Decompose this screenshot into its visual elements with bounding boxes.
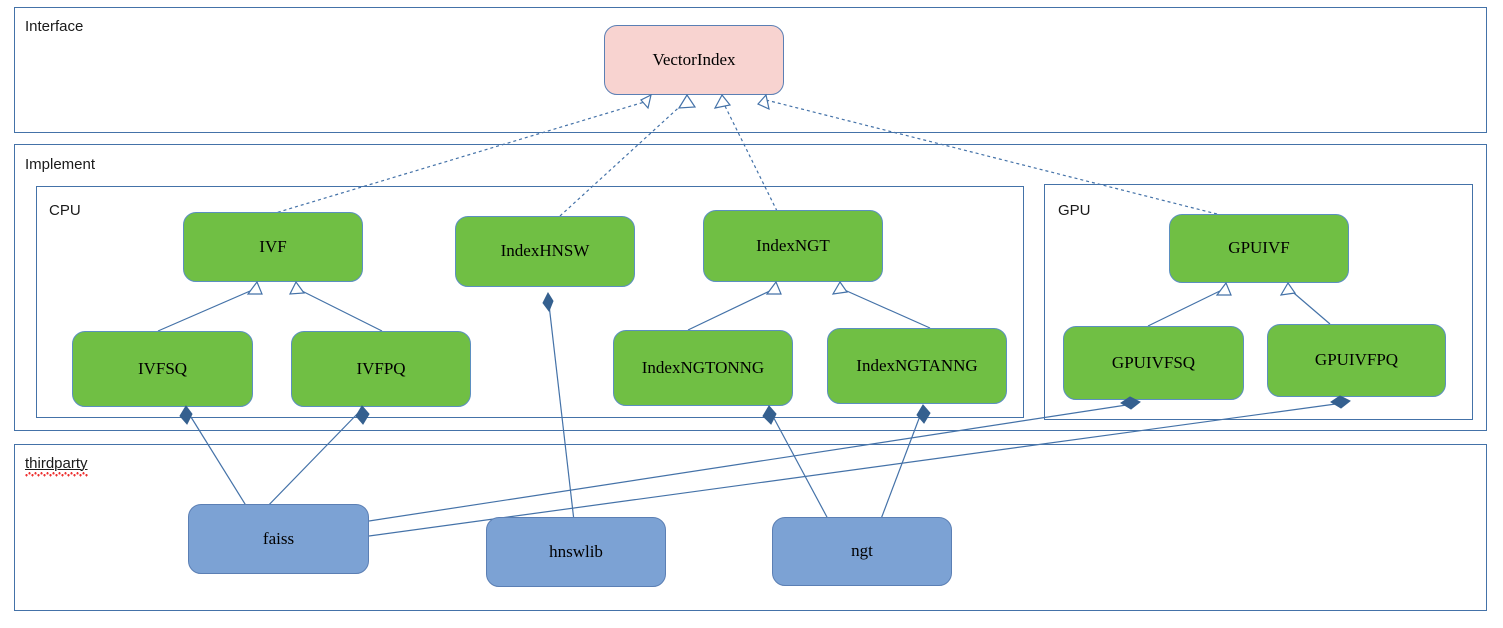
group-interface-label: Interface bbox=[25, 18, 84, 35]
node-index-hnsw[interactable]: IndexHNSW bbox=[455, 216, 635, 287]
node-ivf[interactable]: IVF bbox=[183, 212, 363, 282]
node-ivfpq[interactable]: IVFPQ bbox=[291, 331, 471, 407]
node-ngt[interactable]: ngt bbox=[772, 517, 952, 586]
node-hnswlib[interactable]: hnswlib bbox=[486, 517, 666, 587]
group-cpu-label: CPU bbox=[49, 202, 81, 219]
node-vector-index[interactable]: VectorIndex bbox=[604, 25, 784, 95]
node-ivfsq[interactable]: IVFSQ bbox=[72, 331, 253, 407]
node-index-ngtanng[interactable]: IndexNGTANNG bbox=[827, 328, 1007, 404]
group-thirdparty-label: thirdparty bbox=[25, 455, 88, 472]
node-gpuivfpq[interactable]: GPUIVFPQ bbox=[1267, 324, 1446, 397]
node-index-ngt[interactable]: IndexNGT bbox=[703, 210, 883, 282]
node-faiss[interactable]: faiss bbox=[188, 504, 369, 574]
spellcheck-squiggle-icon bbox=[25, 472, 88, 477]
node-index-ngtonng[interactable]: IndexNGTONNG bbox=[613, 330, 793, 406]
group-gpu-label: GPU bbox=[1058, 202, 1091, 219]
group-implement-label: Implement bbox=[25, 156, 96, 173]
node-gpuivf[interactable]: GPUIVF bbox=[1169, 214, 1349, 283]
node-gpuivfsq[interactable]: GPUIVFSQ bbox=[1063, 326, 1244, 400]
